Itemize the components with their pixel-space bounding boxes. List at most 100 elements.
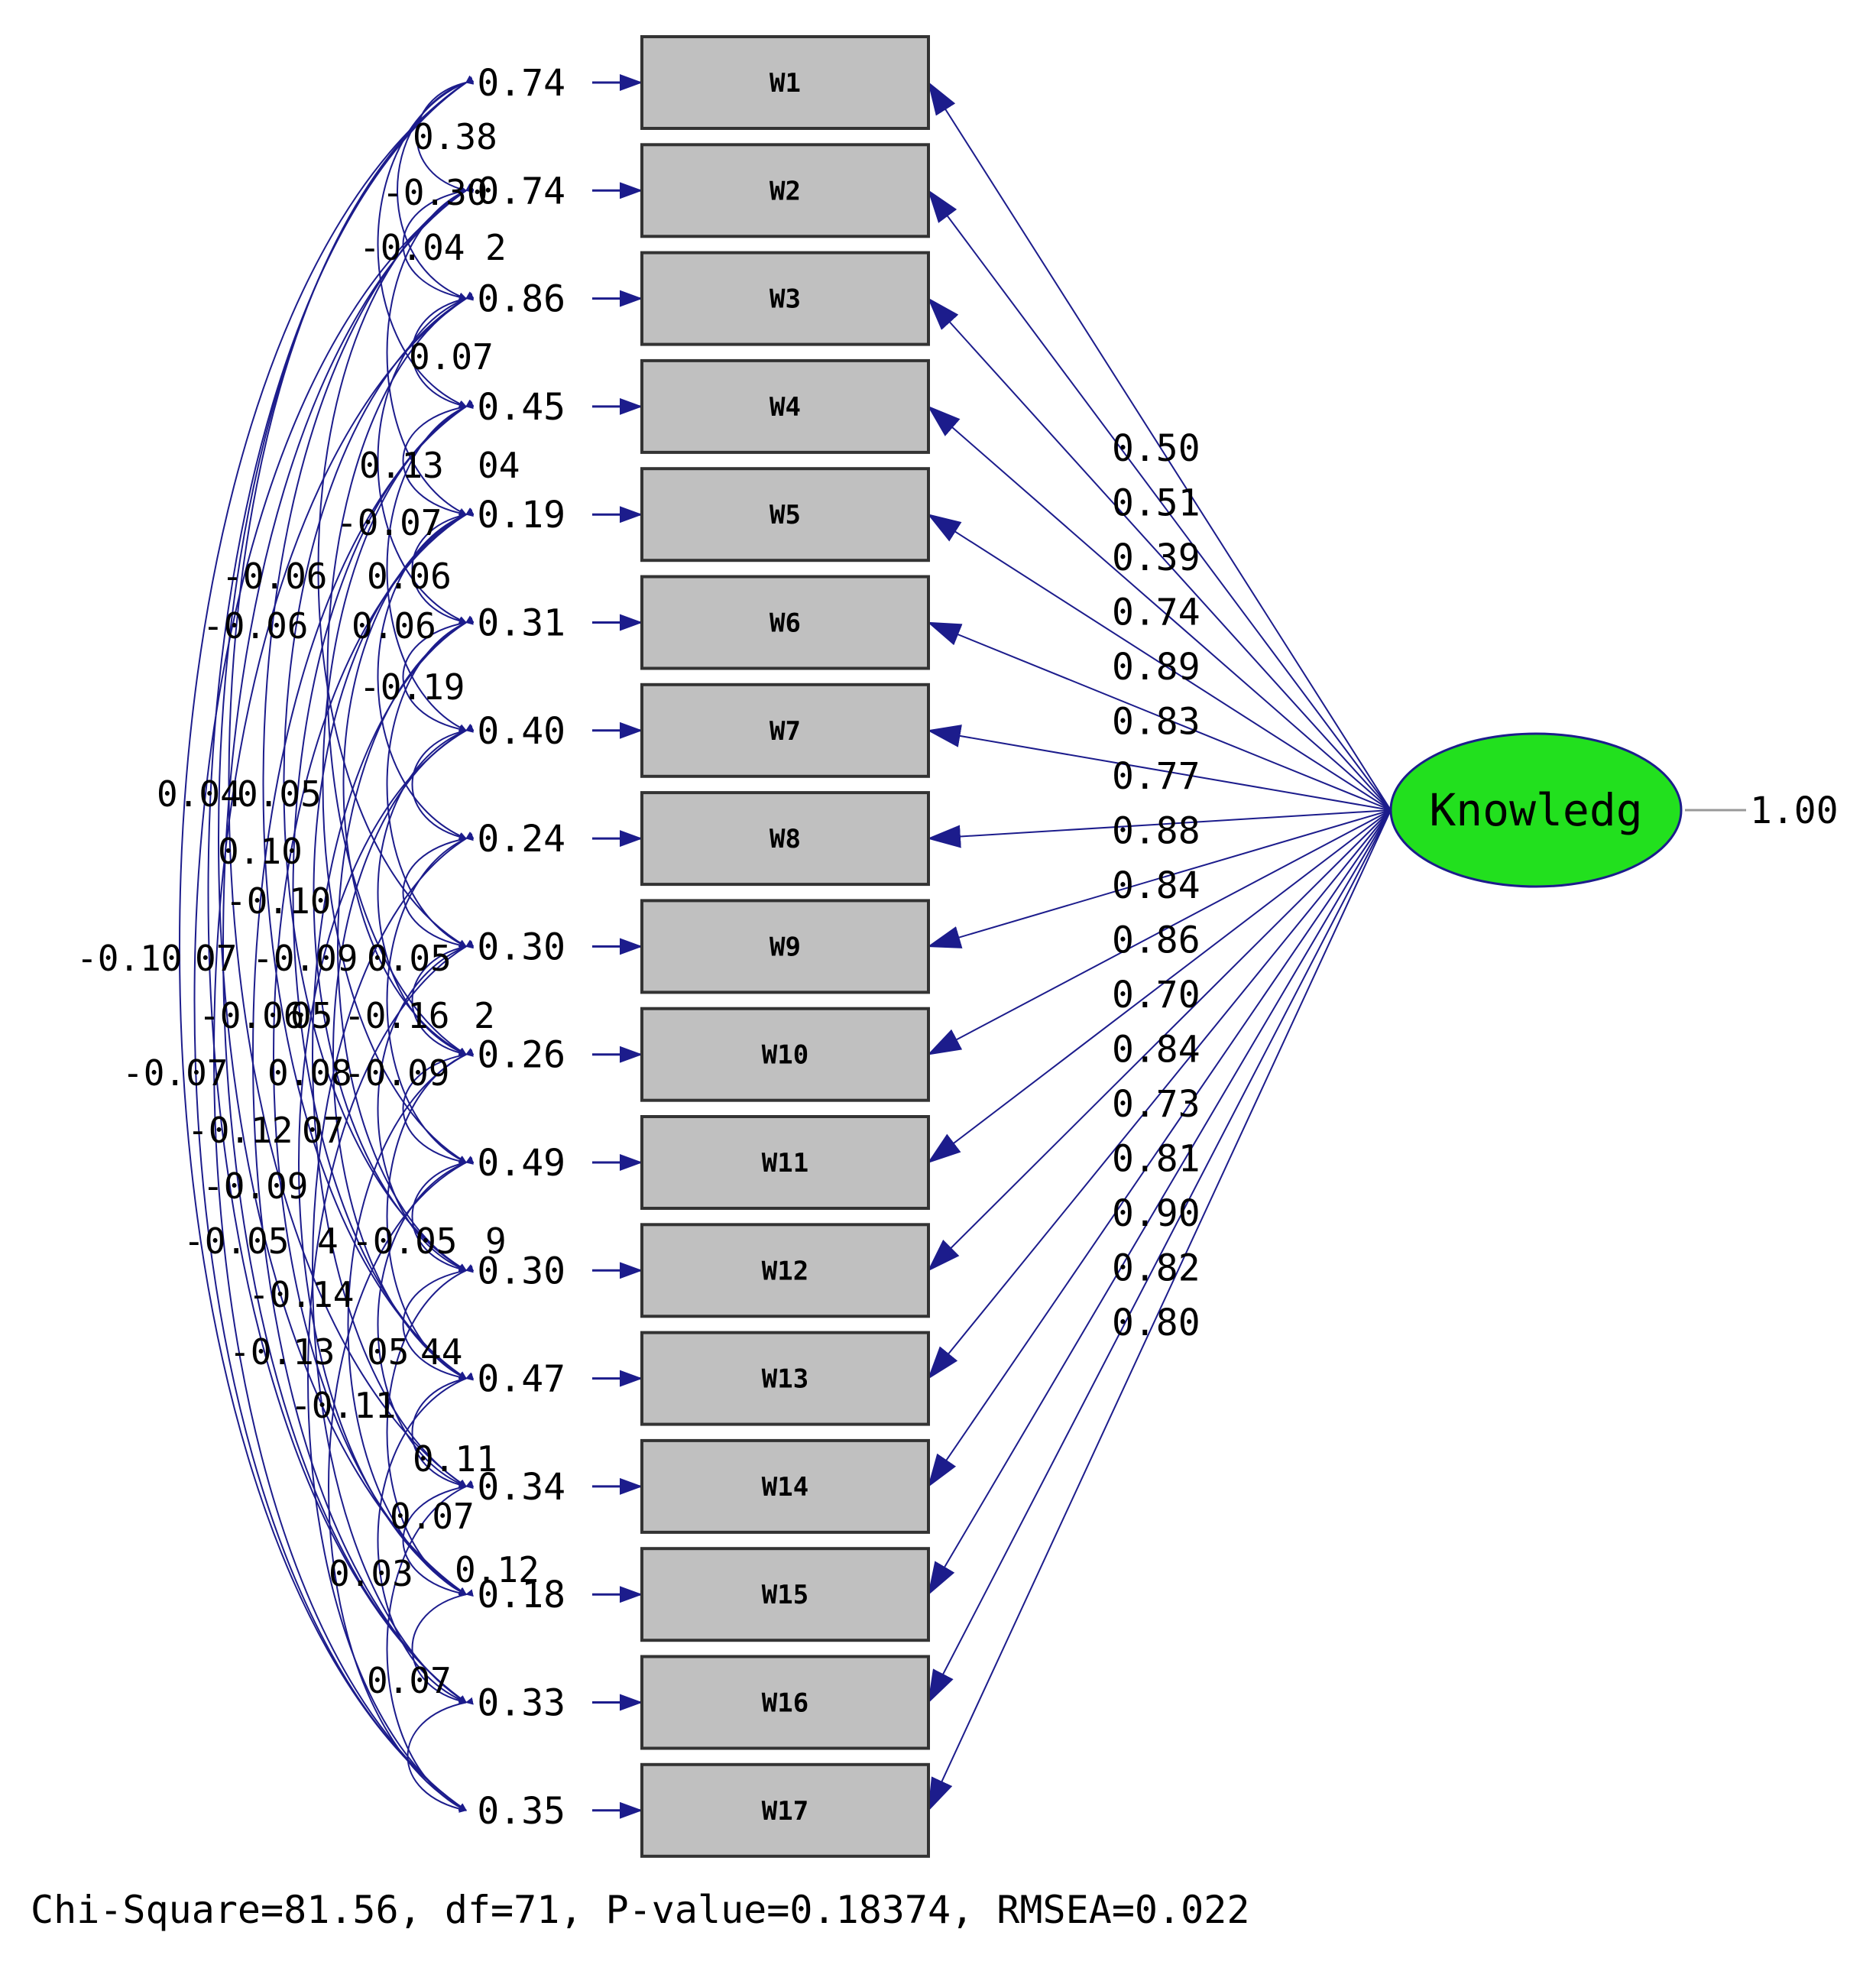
- error-covariance-curve: [411, 1373, 474, 1489]
- indicator-w13-error-variance: 0.47: [477, 1358, 565, 1401]
- error-covariance-label: -0.11: [290, 1385, 396, 1426]
- error-covariance-curve: [377, 940, 475, 1272]
- error-variance-labels: 0.740.740.860.450.190.310.400.240.300.26…: [477, 62, 565, 1833]
- indicator-w1-box: [640, 35, 930, 130]
- indicator-w13-box: [640, 1331, 930, 1426]
- error-covariance-curve: [317, 183, 475, 948]
- error-covariance-label: 9: [485, 1221, 507, 1262]
- error-covariance-curve: [402, 1481, 474, 1597]
- error-covariance-curve: [312, 832, 475, 1704]
- error-covariance-label: 0.12: [455, 1549, 539, 1590]
- indicator-w11-error-variance: 0.49: [477, 1142, 565, 1185]
- error-covariance-curve: [411, 941, 474, 1057]
- indicator-w12-label: W12: [762, 1256, 808, 1286]
- indicator-w17-loading-path: [928, 809, 1392, 1812]
- error-arrows: [592, 74, 643, 1819]
- indicator-boxes: W1W2W3W4W5W6W7W8W9W10W11W12W13W14W15W16W…: [640, 35, 930, 1858]
- latent-ellipse: [1389, 732, 1683, 888]
- indicator-w4-label: W4: [770, 392, 801, 423]
- error-covariance-label: 0.05: [367, 938, 452, 979]
- error-covariance-curve: [377, 1156, 475, 1488]
- indicator-w5-label: W5: [770, 500, 801, 530]
- indicator-w10-box: [640, 1007, 930, 1102]
- error-covariance-curve: [377, 76, 475, 408]
- error-covariance-label: -0.04: [359, 227, 465, 268]
- indicator-w6-box: [640, 575, 930, 670]
- indicator-w4-error-variance: 0.45: [477, 386, 565, 429]
- indicator-w1-error-variance: 0.74: [477, 62, 565, 105]
- error-covariance-label: -0.16: [344, 995, 449, 1036]
- error-covariance-label: 0.10: [218, 831, 303, 872]
- error-covariance-curve: [386, 1263, 475, 1596]
- error-covariance-curve: [326, 291, 475, 1055]
- error-covariance-label: 2: [485, 227, 507, 268]
- error-covariance-curve: [402, 1049, 474, 1166]
- error-covariance-curve: [179, 75, 475, 1811]
- error-covariance-curve: [411, 1157, 474, 1273]
- indicator-w10-loading: 0.86: [1112, 919, 1200, 962]
- error-covariance-curve: [337, 615, 475, 1272]
- indicator-w16-loading: 0.82: [1112, 1247, 1200, 1290]
- indicator-w7-loading: 0.77: [1112, 755, 1200, 798]
- indicator-w12-error-variance: 0.30: [477, 1250, 565, 1292]
- error-covariance-label: 04: [478, 445, 520, 486]
- error-covariance-curve: [402, 401, 474, 517]
- error-covariance-label: -0.05: [183, 1221, 289, 1262]
- error-covariance-label: -0.19: [359, 666, 465, 708]
- error-covariance-label: -0.07: [336, 502, 442, 543]
- indicator-w1-loading-path: [927, 81, 1392, 811]
- indicator-w15-box: [640, 1547, 930, 1642]
- error-covariance-label: 0.13: [359, 445, 444, 486]
- error-covariance-curve: [222, 183, 475, 1704]
- error-covariance-curve: [313, 507, 475, 1272]
- indicator-w12-box: [640, 1223, 930, 1318]
- error-covariance-curves: [179, 75, 475, 1813]
- indicator-w6-error-variance: 0.31: [477, 602, 565, 645]
- error-covariance-curve: [386, 1048, 475, 1380]
- error-covariance-label: 44: [420, 1331, 462, 1373]
- indicator-w2-label: W2: [770, 176, 801, 206]
- indicator-w13-label: W13: [762, 1364, 808, 1395]
- indicator-w12-loading-path: [927, 809, 1392, 1272]
- fit-statistics: Chi-Square=81.56, df=71, P-value=0.18374…: [31, 1888, 1250, 1932]
- indicator-w7-error-variance: 0.40: [477, 710, 565, 753]
- error-covariance-label: 0.06: [367, 556, 452, 597]
- indicator-w2-loading-path: [927, 189, 1392, 811]
- error-covariance-curve: [411, 509, 474, 625]
- error-covariance-curve: [292, 399, 475, 1380]
- error-covariance-label: -0.05: [352, 1221, 457, 1262]
- indicator-w4-loading-path: [927, 405, 1392, 811]
- indicator-w15-label: W15: [762, 1580, 808, 1610]
- indicator-w15-loading-path: [927, 809, 1392, 1596]
- error-covariance-curve: [402, 833, 474, 949]
- indicator-w9-box: [640, 899, 930, 994]
- indicator-w9-error-variance: 0.30: [477, 926, 565, 968]
- indicator-w8-error-variance: 0.24: [477, 818, 565, 861]
- error-covariance-curve: [322, 399, 475, 1163]
- indicator-w16-box: [640, 1655, 930, 1750]
- error-covariance-label: -0.09: [344, 1052, 449, 1094]
- error-covariance-label: 0.07: [367, 1660, 452, 1701]
- indicator-w14-box: [640, 1438, 930, 1534]
- indicator-w13-loading: 0.73: [1112, 1083, 1200, 1126]
- error-covariance-curve: [411, 1589, 474, 1705]
- indicator-w3-loading: 0.39: [1112, 537, 1200, 579]
- error-covariance-label: 0.07: [390, 1496, 475, 1537]
- indicator-w9-loading: 0.84: [1112, 864, 1200, 907]
- indicator-w6-loading: 0.83: [1112, 701, 1200, 744]
- indicator-w3-error-variance: 0.86: [477, 278, 565, 321]
- indicator-w8-label: W8: [770, 824, 801, 854]
- latent-variance-label: 1.00: [1750, 789, 1839, 832]
- error-covariance-label: -0.09: [203, 1166, 308, 1207]
- indicator-w17-label: W17: [762, 1796, 808, 1827]
- latent-variance: 1.00: [1685, 789, 1839, 832]
- indicator-w14-loading: 0.81: [1112, 1138, 1200, 1181]
- error-covariance-label: 0.04: [157, 773, 241, 815]
- indicator-w9-label: W9: [770, 932, 801, 962]
- error-covariance-label: 0.38: [413, 116, 497, 157]
- indicator-w5-loading: 0.89: [1112, 646, 1200, 689]
- indicator-w8-loading: 0.88: [1112, 810, 1200, 853]
- error-covariance-label: 0.03: [329, 1553, 413, 1594]
